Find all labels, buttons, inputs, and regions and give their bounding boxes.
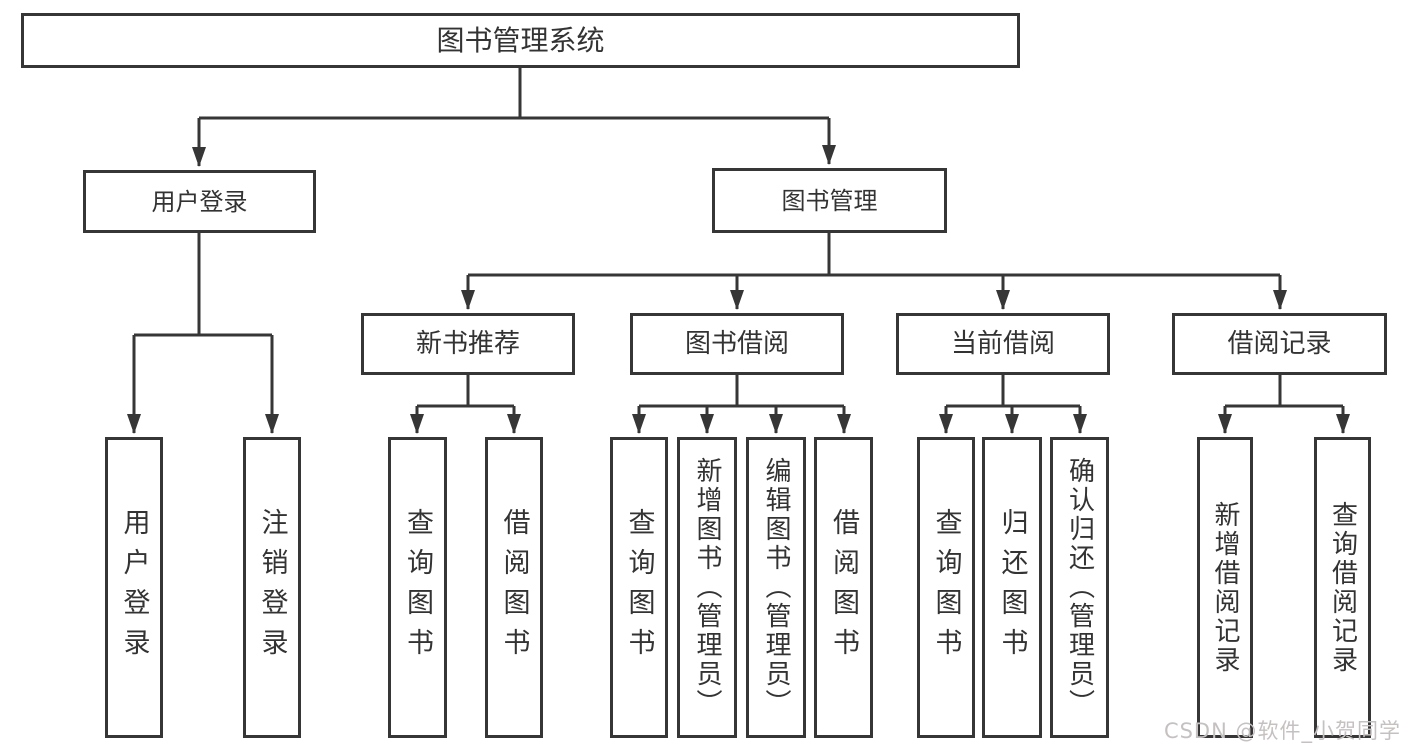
node-label: 借阅图书 <box>498 507 530 668</box>
node-leaf-confirm-return-admin: 确认归还（管理员） <box>1050 437 1109 738</box>
node-label: 新书推荐 <box>415 329 520 359</box>
node-leaf-add-book-admin: 新增图书（管理员） <box>677 437 737 738</box>
node-label: 图书借阅 <box>684 329 789 359</box>
node-library-management-system: 图书管理系统 <box>21 13 1020 68</box>
node-leaf-query-books-3: 查询图书 <box>917 437 975 738</box>
node-label: 用户登录 <box>151 187 248 216</box>
node-label: 图书管理系统 <box>436 23 605 57</box>
node-label: 新增借阅记录 <box>1210 500 1240 675</box>
csdn-watermark: CSDN @软件_小贺同学 <box>1163 719 1401 743</box>
node-label: 查询借阅记录 <box>1327 500 1358 675</box>
node-label: 借阅记录 <box>1227 329 1332 359</box>
node-new-book-recommend: 新书推荐 <box>361 313 575 375</box>
node-leaf-query-books-1: 查询图书 <box>388 437 447 738</box>
node-leaf-user-login: 用户登录 <box>105 437 163 738</box>
node-leaf-query-books-2: 查询图书 <box>610 437 668 738</box>
node-current-borrow: 当前借阅 <box>896 313 1110 375</box>
node-leaf-add-borrow-record: 新增借阅记录 <box>1197 437 1253 738</box>
node-leaf-logout: 注销登录 <box>243 437 301 738</box>
node-label: 当前借阅 <box>950 329 1055 359</box>
node-leaf-query-borrow-record: 查询借阅记录 <box>1314 437 1371 738</box>
node-label: 查询图书 <box>930 507 962 668</box>
node-label: 注销登录 <box>256 507 288 668</box>
node-label: 图书管理 <box>781 186 878 215</box>
node-leaf-edit-book-admin: 编辑图书（管理员） <box>746 437 806 738</box>
node-label: 编辑图书（管理员） <box>761 457 791 718</box>
node-label: 用户登录 <box>118 507 150 668</box>
node-label: 查询图书 <box>623 507 655 668</box>
node-label: 查询图书 <box>402 507 433 668</box>
node-book-borrow: 图书借阅 <box>630 313 844 375</box>
node-label: 归还图书 <box>996 507 1028 668</box>
node-book-management: 图书管理 <box>712 168 947 233</box>
node-label: 确认归还（管理员） <box>1064 457 1095 718</box>
node-leaf-borrow-books-1: 借阅图书 <box>485 437 543 738</box>
node-borrow-records: 借阅记录 <box>1172 313 1387 375</box>
node-leaf-borrow-books-2: 借阅图书 <box>814 437 873 738</box>
node-label: 借阅图书 <box>828 507 859 668</box>
node-leaf-return-book: 归还图书 <box>982 437 1042 738</box>
node-label: 新增图书（管理员） <box>692 457 722 718</box>
node-user-login: 用户登录 <box>83 170 316 233</box>
